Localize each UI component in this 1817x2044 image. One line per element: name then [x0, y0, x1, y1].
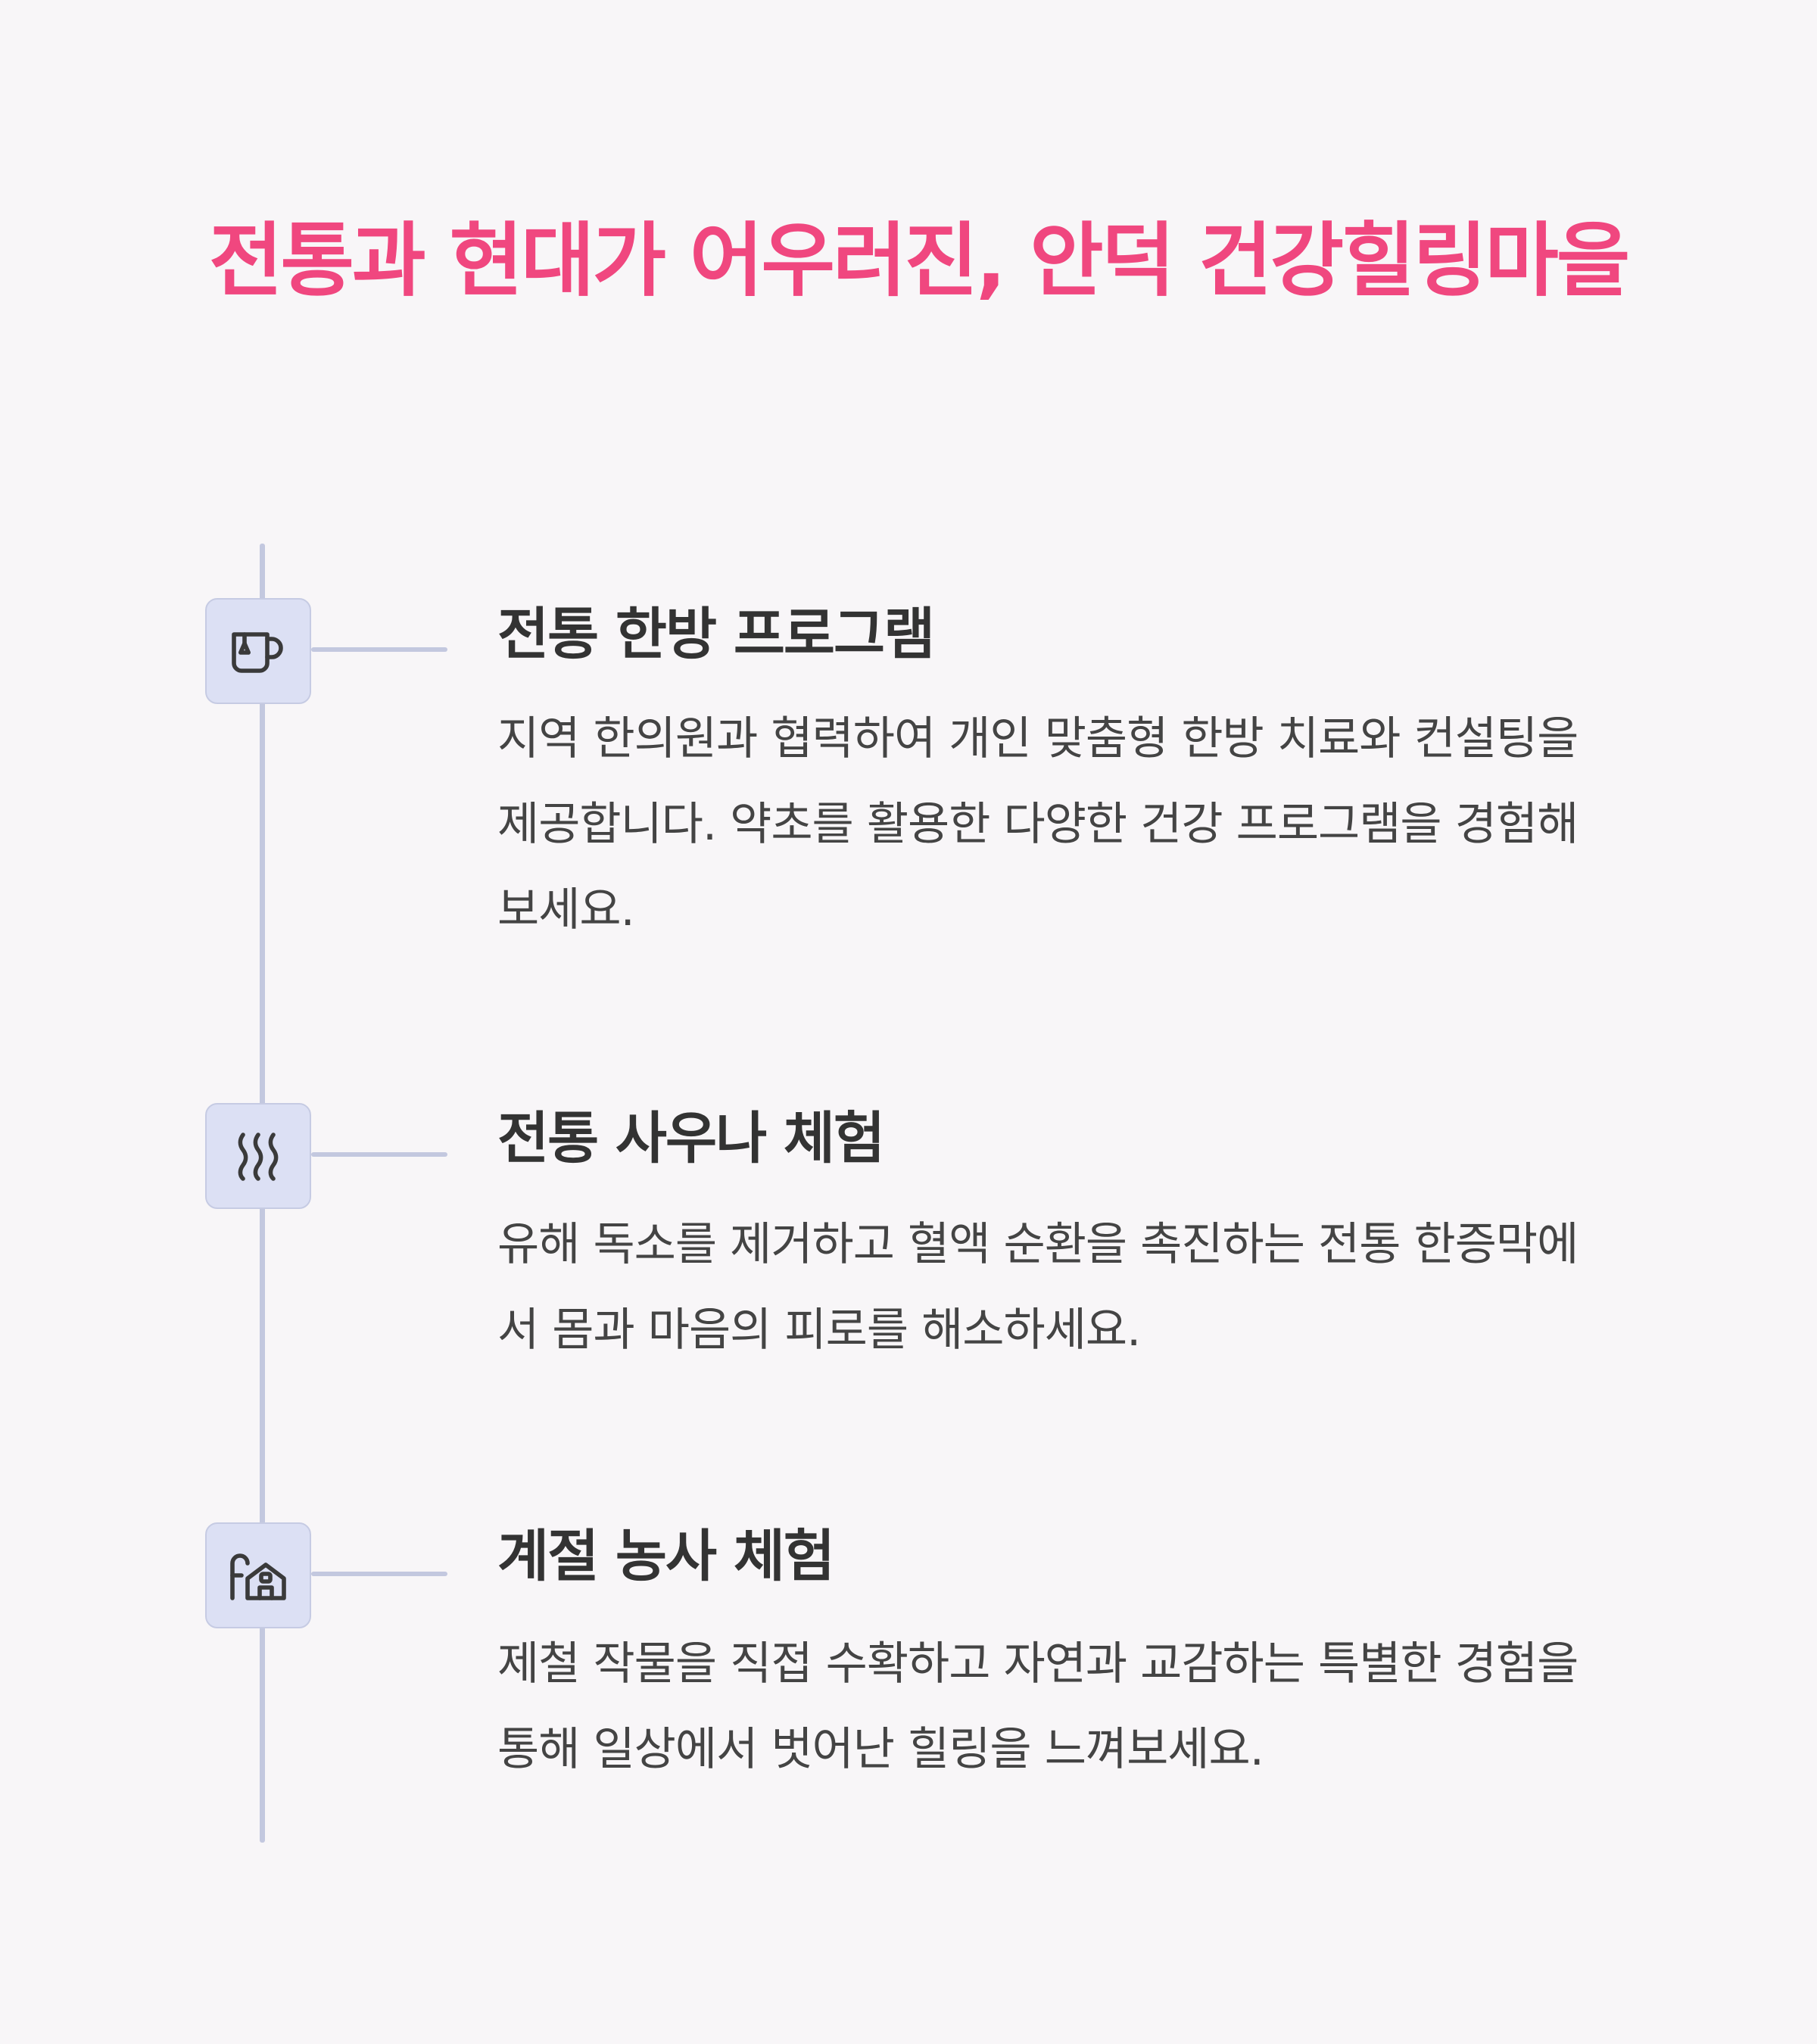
icon-tile: [205, 598, 311, 704]
timeline-connector: [311, 1152, 447, 1157]
item-description: 유해 독소를 제거하고 혈액 순환을 촉진하는 전통 한증막에서 몸과 마음의 …: [497, 1218, 1579, 1357]
page-title: 전통과 현대가 어우러진, 안덕 건강힐링마을: [209, 214, 1630, 307]
timeline-connector: [311, 1572, 447, 1576]
timeline-connector: [311, 647, 447, 652]
icon-tile: [205, 1522, 311, 1628]
item-title: 계절 농사 체험: [497, 1524, 835, 1589]
item-description: 지역 한의원과 협력하여 개인 맞춤형 한방 치료와 컨설팅을 제공합니다. 약…: [497, 712, 1579, 936]
steam-icon: [238, 1133, 279, 1181]
item-description: 제철 작물을 직접 수확하고 자연과 교감하는 특별한 경험을 통해 일상에서 …: [497, 1637, 1579, 1776]
item-title: 전통 한방 프로그램: [497, 602, 935, 667]
icon-tile: [205, 1103, 311, 1209]
teacup-icon: [232, 632, 283, 673]
item-title: 전통 사우나 체험: [497, 1106, 885, 1171]
farm-barn-icon: [230, 1553, 286, 1600]
